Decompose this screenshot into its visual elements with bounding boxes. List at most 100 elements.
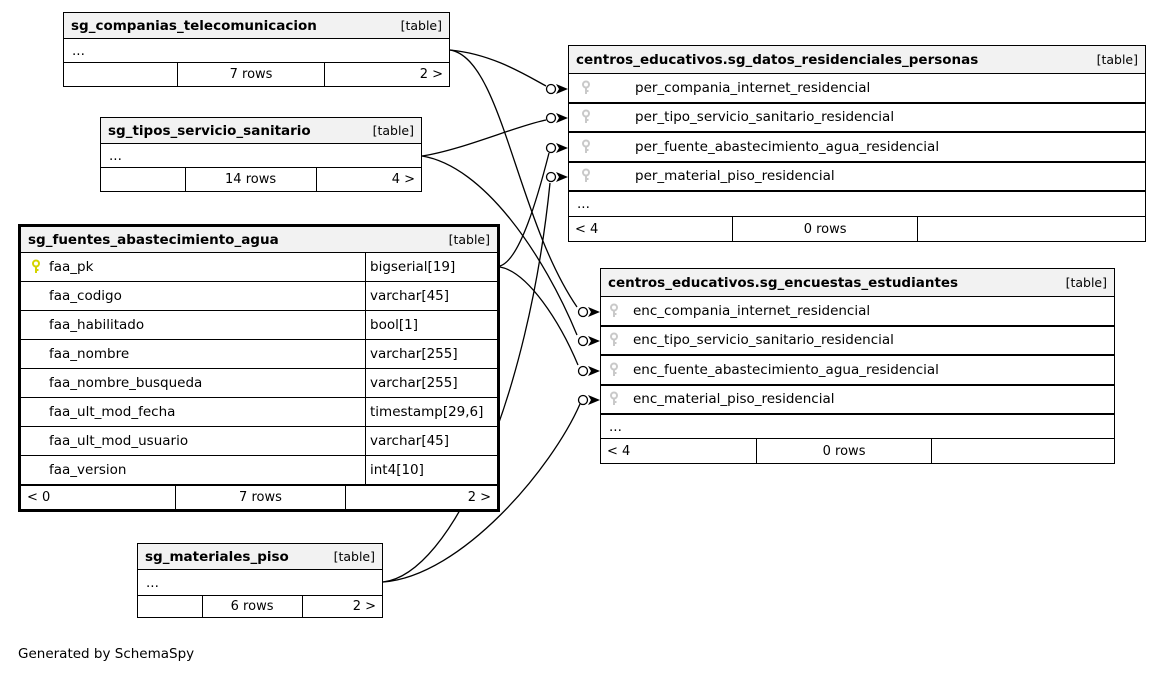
table-header[interactable]: sg_fuentes_abastecimiento_agua [table]	[21, 227, 497, 253]
table-title: sg_companias_telecomunicacion	[71, 17, 317, 34]
column-row: per_material_piso_residencial	[569, 162, 1145, 192]
relationship-connector	[421, 119, 547, 157]
column-name: faa_nombre_busqueda	[49, 375, 203, 391]
column-name: faa_ult_mod_fecha	[49, 404, 176, 420]
column-name: enc_material_piso_residencial	[633, 391, 835, 408]
column-type: varchar[255]	[365, 340, 497, 368]
primary-key-icon	[31, 259, 41, 275]
column-name: enc_compania_internet_residencial	[633, 302, 871, 319]
column-name: enc_tipo_servicio_sanitario_residencial	[633, 332, 894, 349]
footer-paging-left	[64, 63, 179, 86]
table-type-badge: [table]	[1096, 52, 1138, 67]
footer-paging-left[interactable]: < 0	[21, 486, 177, 509]
footer-paging-right[interactable]: 2 >	[467, 490, 491, 505]
connector-circle-endpoint	[545, 171, 557, 183]
footer-paging-right[interactable]: 2 >	[352, 599, 376, 614]
connector-circle-endpoint	[545, 142, 557, 154]
relationship-connector	[499, 152, 550, 267]
table-header[interactable]: sg_tipos_servicio_sanitario [table]	[101, 118, 421, 144]
connector-arrowhead	[556, 143, 568, 153]
column-type: varchar[45]	[365, 427, 497, 455]
table-node-sg-datos-residenciales-personas: centros_educativos.sg_datos_residenciale…	[568, 45, 1146, 242]
column-row: per_compania_internet_residencial	[569, 74, 1145, 104]
footer-paging-left[interactable]: < 4	[569, 217, 734, 241]
column-row: faa_nombre varchar[255]	[21, 340, 497, 369]
footer-row-count: 0 rows	[733, 217, 918, 241]
connector-circle-endpoint	[577, 306, 589, 318]
table-type-badge: [table]	[400, 18, 442, 33]
footer-paging-left[interactable]: < 4	[601, 439, 758, 463]
columns-ellipsis-row: ...	[64, 39, 449, 63]
footer-row-count: 7 rows	[178, 63, 325, 86]
column-name: per_compania_internet_residencial	[635, 79, 871, 96]
column-name: faa_habilitado	[49, 317, 145, 333]
column-name: faa_version	[49, 462, 127, 478]
column-row: faa_nombre_busqueda varchar[255]	[21, 369, 497, 398]
table-node-sg-materiales-piso: sg_materiales_piso [table] ... 6 rows 2 …	[137, 543, 383, 618]
column-name: faa_ult_mod_usuario	[49, 433, 189, 449]
column-row: faa_codigo varchar[45]	[21, 282, 497, 311]
table-title: centros_educativos.sg_encuestas_estudian…	[608, 274, 959, 291]
footer-row-count: 0 rows	[757, 439, 932, 463]
footer-paging-left	[138, 596, 203, 617]
foreign-key-icon	[609, 391, 619, 407]
relationship-connector	[499, 266, 579, 366]
generated-by-note: Generated by SchemaSpy	[18, 646, 195, 662]
column-type: int4[10]	[365, 456, 497, 484]
column-name: faa_codigo	[49, 288, 122, 304]
column-row: faa_ult_mod_usuario varchar[45]	[21, 427, 497, 456]
table-header[interactable]: centros_educativos.sg_encuestas_estudian…	[601, 269, 1114, 297]
columns-ellipsis-row: ...	[569, 192, 1145, 217]
footer-paging-right	[918, 217, 1145, 241]
column-row: faa_ult_mod_fecha timestamp[29,6]	[21, 398, 497, 427]
table-node-sg-encuestas-estudiantes: centros_educativos.sg_encuestas_estudian…	[600, 268, 1115, 464]
table-title: sg_materiales_piso	[145, 548, 289, 565]
foreign-key-icon	[581, 139, 591, 155]
table-title: centros_educativos.sg_datos_residenciale…	[576, 51, 979, 68]
foreign-key-icon	[581, 109, 591, 125]
column-type: varchar[255]	[365, 369, 497, 397]
columns-ellipsis-row: ...	[601, 415, 1114, 439]
table-header[interactable]: centros_educativos.sg_datos_residenciale…	[569, 46, 1145, 74]
connector-arrowhead	[588, 336, 600, 346]
connector-arrowhead	[556, 84, 568, 94]
relationship-connector	[449, 49, 547, 87]
column-row: faa_habilitado bool[1]	[21, 311, 497, 340]
column-row: enc_tipo_servicio_sanitario_residencial	[601, 326, 1114, 356]
column-row: enc_fuente_abastecimiento_agua_residenci…	[601, 356, 1114, 386]
column-name: per_material_piso_residencial	[635, 168, 835, 185]
table-type-badge: [table]	[448, 232, 490, 247]
footer-paging-left	[101, 168, 186, 191]
foreign-key-icon	[609, 362, 619, 378]
footer-paging-right[interactable]: 4 >	[391, 172, 415, 187]
connector-circle-endpoint	[577, 394, 589, 406]
column-name: enc_fuente_abastecimiento_agua_residenci…	[633, 361, 939, 378]
table-header[interactable]: sg_materiales_piso [table]	[138, 544, 382, 570]
column-row: faa_version int4[10]	[21, 456, 497, 485]
table-header[interactable]: sg_companias_telecomunicacion [table]	[64, 13, 449, 39]
connector-arrowhead	[556, 113, 568, 123]
connector-circle-endpoint	[577, 335, 589, 347]
table-type-badge: [table]	[372, 123, 414, 138]
column-row: enc_material_piso_residencial	[601, 385, 1114, 415]
connector-arrowhead	[588, 307, 600, 317]
table-type-badge: [table]	[333, 549, 375, 564]
table-node-sg-fuentes-abastecimiento-agua: sg_fuentes_abastecimiento_agua [table] f…	[18, 224, 500, 512]
columns-ellipsis-row: ...	[138, 570, 382, 596]
footer-paging-right[interactable]: 2 >	[419, 67, 444, 82]
column-row: enc_compania_internet_residencial	[601, 297, 1114, 327]
footer-row-count: 7 rows	[176, 486, 346, 509]
table-title: sg_fuentes_abastecimiento_agua	[28, 231, 279, 248]
foreign-key-icon	[609, 303, 619, 319]
connector-circle-endpoint	[577, 365, 589, 377]
table-title: sg_tipos_servicio_sanitario	[108, 122, 311, 139]
footer-row-count: 6 rows	[203, 596, 303, 617]
column-name: faa_pk	[49, 259, 94, 275]
foreign-key-icon	[581, 80, 591, 96]
connector-circle-endpoint	[545, 112, 557, 124]
table-type-badge: [table]	[1065, 275, 1107, 290]
foreign-key-icon	[609, 332, 619, 348]
column-row: faa_pk bigserial[19]	[21, 253, 497, 282]
column-type: timestamp[29,6]	[365, 398, 497, 426]
